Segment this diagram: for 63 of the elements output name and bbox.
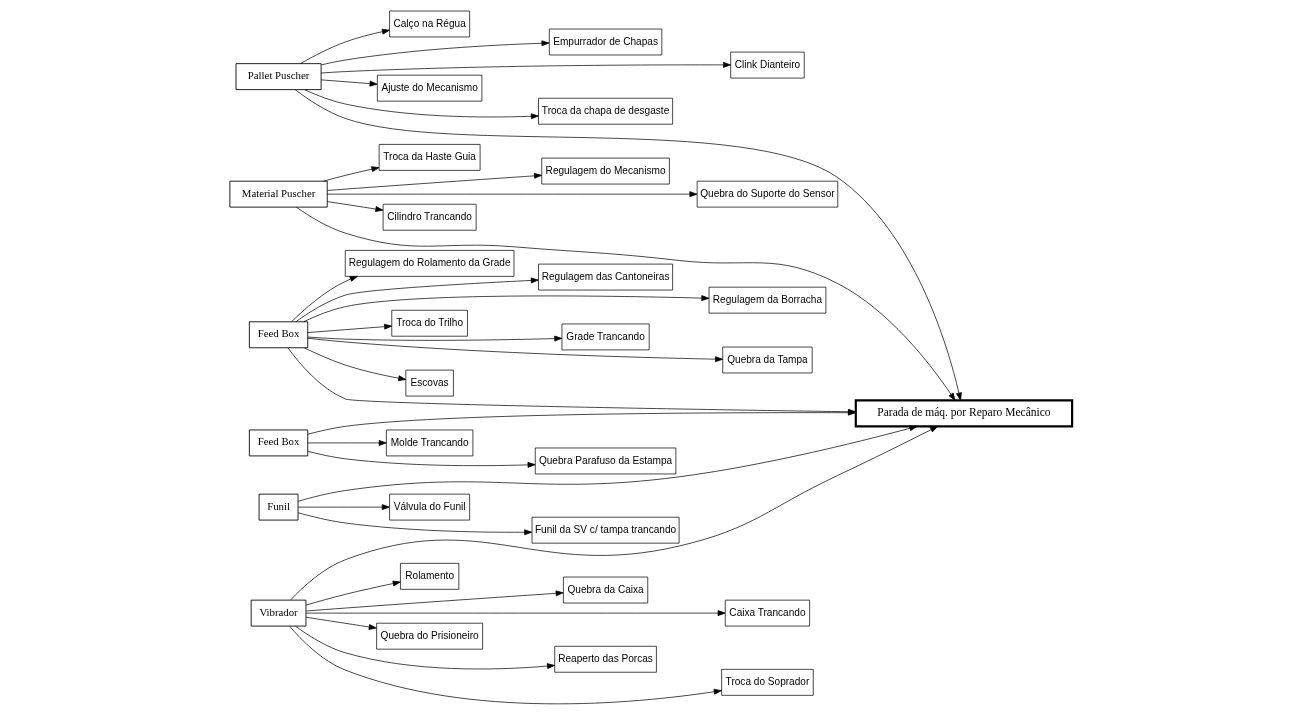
arrow bbox=[302, 295, 709, 323]
node-box: Material Puscher bbox=[228, 180, 328, 208]
arrow bbox=[295, 206, 955, 401]
node-box: Troca do Soprador bbox=[720, 669, 814, 696]
node-box: Quebra do Suporte do Sensor bbox=[696, 180, 838, 208]
node-box: Funil da SV c/ tampa trancando bbox=[531, 516, 679, 544]
node-box: Quebra do Prisioneiro bbox=[375, 622, 483, 650]
arrow bbox=[322, 166, 379, 182]
node-box: Troca do Trilho bbox=[390, 309, 468, 337]
node-box: Escovas bbox=[404, 369, 454, 397]
node-box: Reaperto das Porcas bbox=[553, 645, 657, 673]
arrow bbox=[294, 277, 539, 323]
arrow bbox=[306, 335, 562, 342]
arrow bbox=[307, 450, 535, 468]
node-box: Parada de máq. por Reparo Mecânico bbox=[854, 399, 1073, 428]
node-box: Calço na Régua bbox=[388, 10, 470, 38]
arrow bbox=[305, 580, 401, 606]
node-box: Válvula do Funil bbox=[388, 493, 470, 521]
arrow bbox=[320, 62, 731, 74]
node-box: Clink Dianteiro bbox=[729, 51, 805, 79]
node-box: Troca da Haste Guia bbox=[378, 144, 480, 171]
arrow bbox=[297, 425, 917, 502]
node-box: Quebra Parafuso da Estampa bbox=[534, 447, 676, 475]
node-box: Rolamento bbox=[399, 563, 459, 590]
arrow bbox=[294, 89, 962, 401]
arrow bbox=[305, 610, 726, 616]
arrow bbox=[320, 79, 378, 87]
node-box: Grade Trancando bbox=[561, 323, 650, 351]
node-box: Troca da chapa de desgaste bbox=[537, 97, 673, 125]
node-box: Quebra da Caixa bbox=[562, 576, 648, 604]
arrow bbox=[294, 625, 555, 670]
node-box: Vibrador bbox=[250, 599, 306, 627]
arrow bbox=[326, 172, 542, 191]
node-box: Pallet Puscher bbox=[235, 63, 322, 91]
node-box: Molde Trancando bbox=[385, 429, 473, 457]
node-box: Feed Box bbox=[248, 321, 308, 349]
arrow bbox=[326, 201, 383, 212]
node-box: Regulagem do Rolamento da Grade bbox=[344, 250, 514, 277]
arrow bbox=[320, 40, 549, 66]
arrow bbox=[306, 440, 387, 446]
node-box: Empurrador de Chapas bbox=[548, 28, 662, 56]
node-box: Quebra da Tampa bbox=[721, 346, 812, 374]
arrow bbox=[290, 276, 358, 323]
node-box: Ajuste do Mecanismo bbox=[376, 74, 482, 102]
node-box: Caixa Trancando bbox=[724, 599, 810, 627]
arrow bbox=[303, 89, 539, 120]
node-box: Funil bbox=[258, 493, 298, 521]
arrow bbox=[326, 191, 697, 198]
node-box: Regulagem das Cantoneiras bbox=[537, 263, 673, 291]
arrow bbox=[297, 512, 532, 536]
node-box: Feed Box bbox=[248, 429, 308, 457]
arrow bbox=[306, 337, 723, 363]
arrow bbox=[305, 616, 377, 630]
arrow bbox=[306, 323, 392, 333]
arrow bbox=[303, 347, 406, 382]
arrow bbox=[299, 28, 390, 64]
node-box: Cilindro Trancando bbox=[382, 203, 476, 231]
node-box: Regulagem do Mecanismo bbox=[540, 157, 670, 185]
node-box: Regulagem da Borracha bbox=[708, 286, 826, 314]
arrow bbox=[288, 625, 722, 705]
arrow bbox=[297, 504, 390, 510]
arrow bbox=[289, 426, 938, 601]
arrow bbox=[305, 590, 564, 612]
